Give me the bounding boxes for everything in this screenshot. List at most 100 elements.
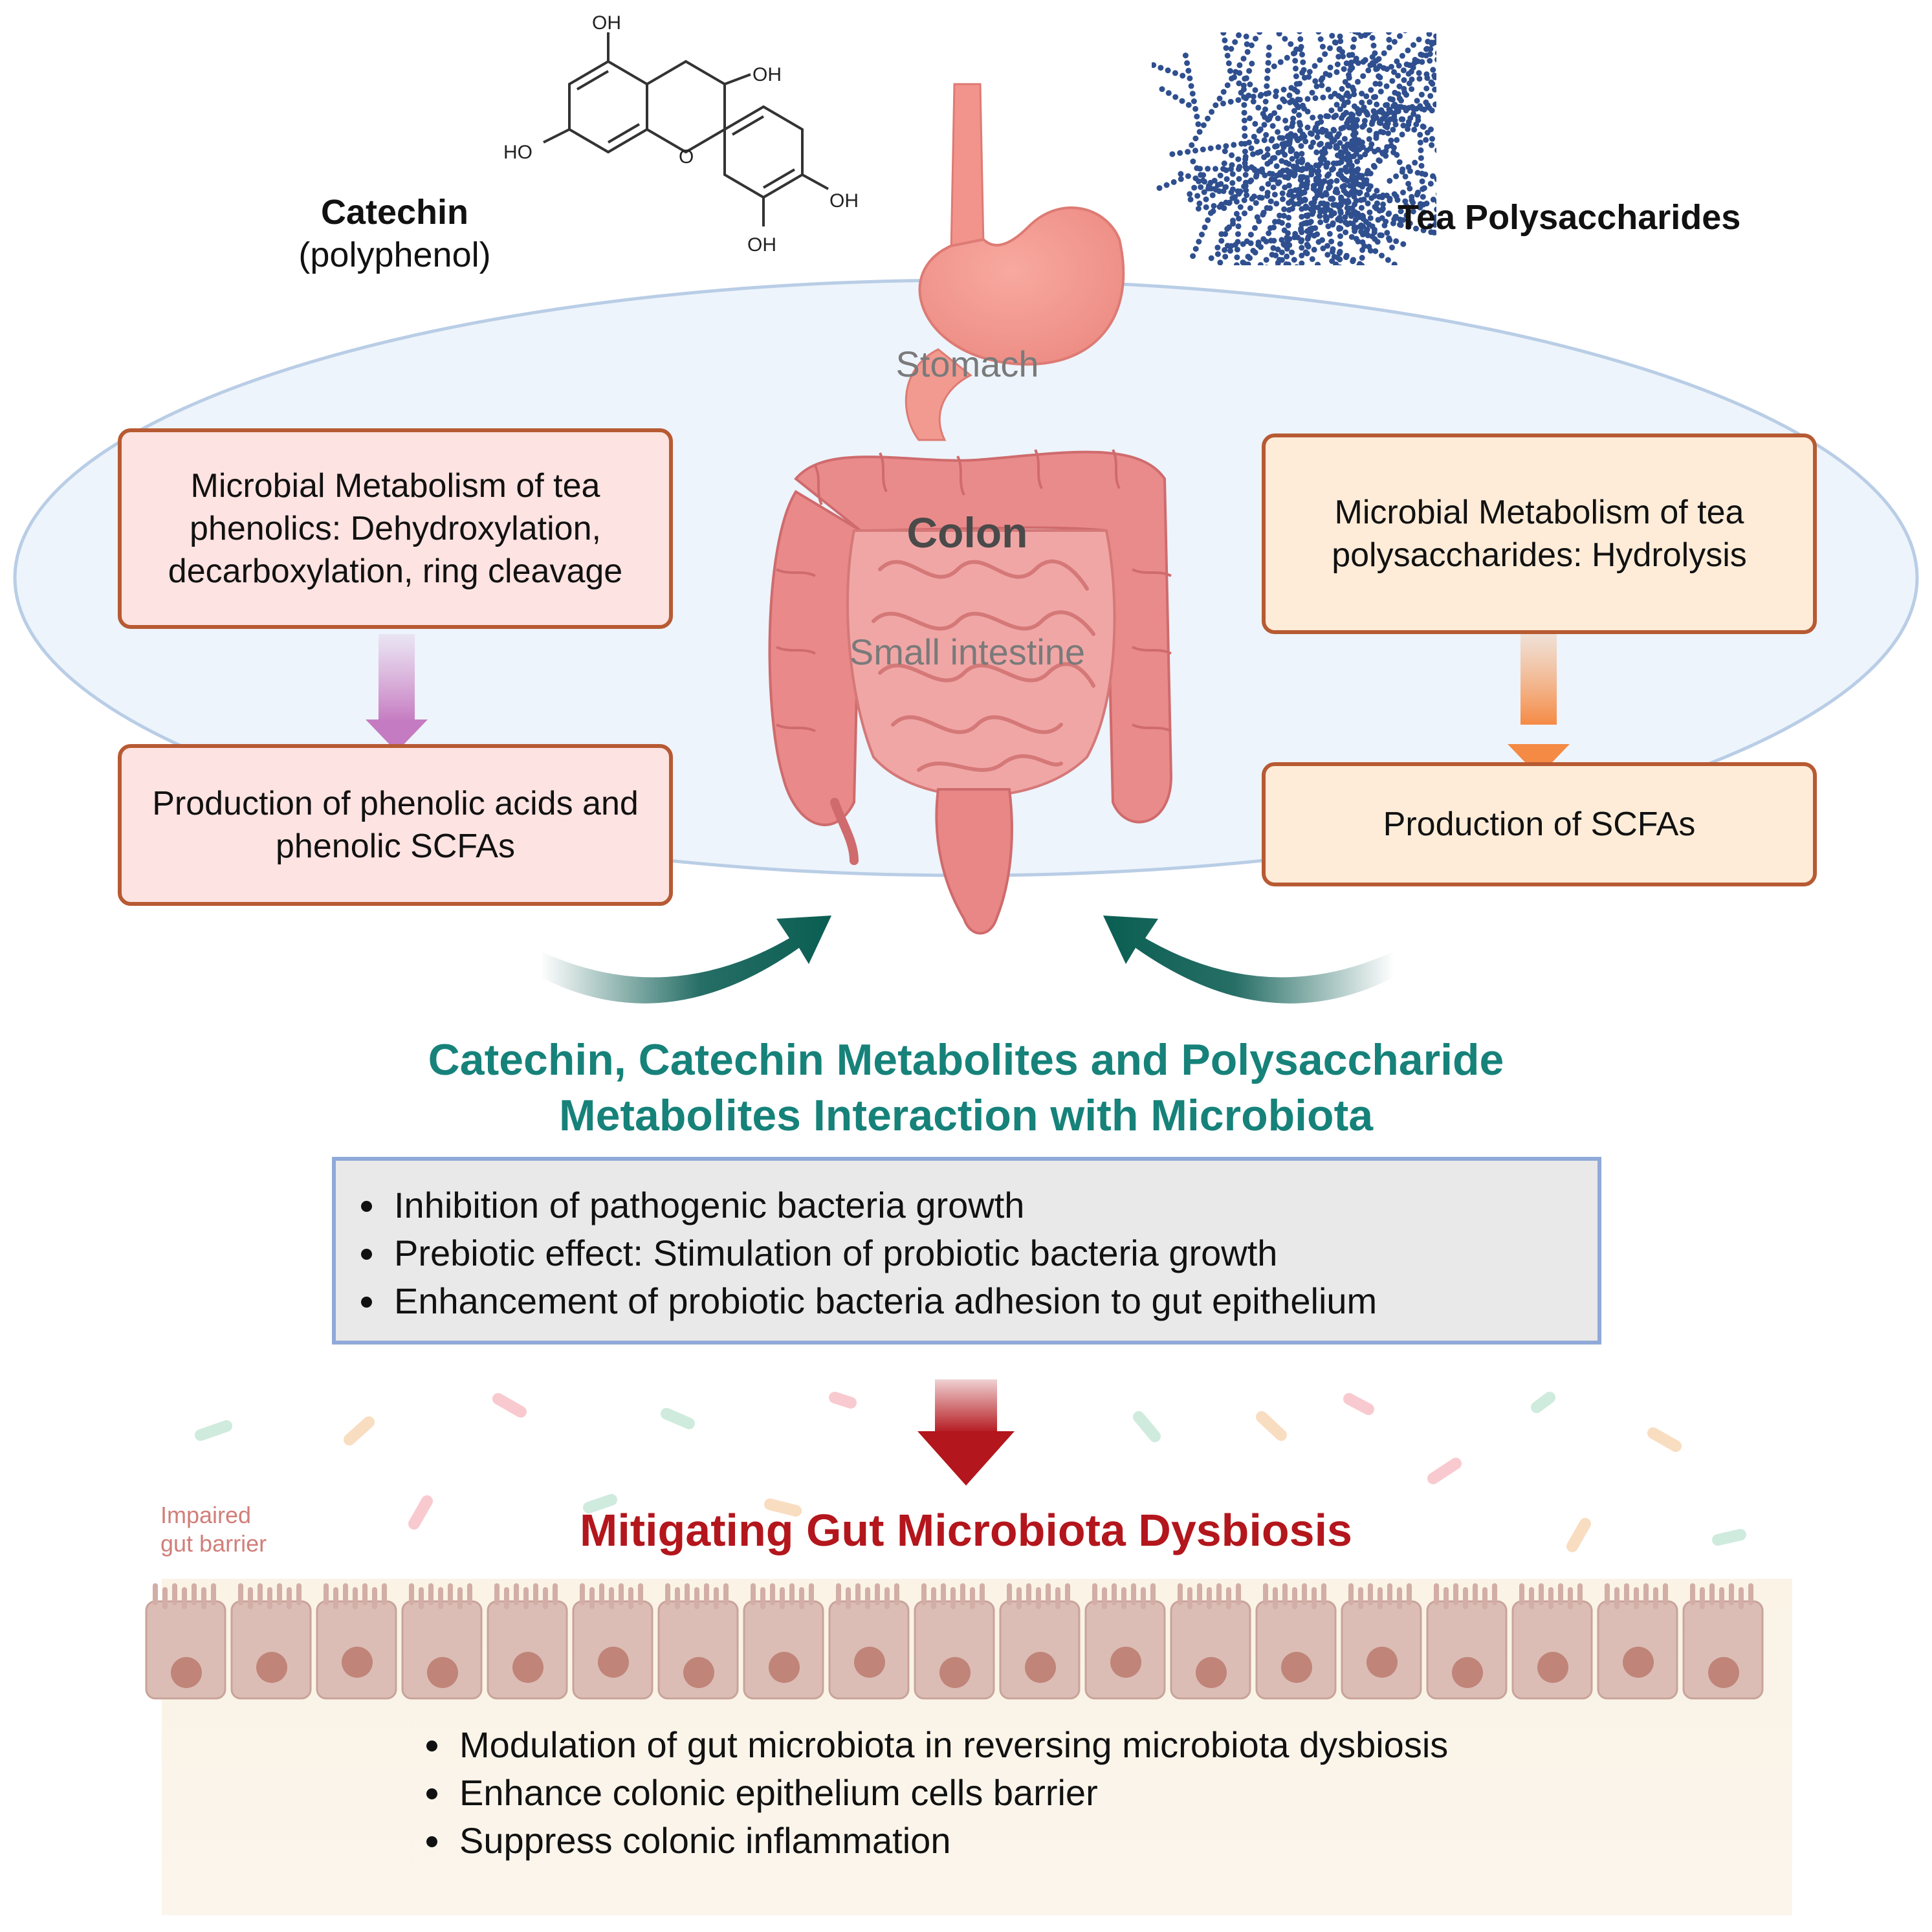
polysaccharide-unit: [1296, 112, 1302, 118]
polysaccharide-unit: [1280, 196, 1286, 203]
polysaccharide-unit: [1348, 63, 1354, 69]
cell-nucleus: [854, 1647, 885, 1678]
polysaccharide-unit: [1291, 257, 1297, 263]
polysaccharide-unit: [1308, 144, 1314, 150]
polysaccharide-unit: [1281, 98, 1288, 104]
polysaccharide-unit: [1388, 63, 1394, 70]
polysaccharide-unit: [1351, 193, 1357, 200]
polysaccharide-unit: [1393, 173, 1400, 179]
polysaccharide-unit: [1388, 137, 1394, 144]
polysaccharide-unit: [1271, 237, 1277, 244]
microvillus: [428, 1583, 434, 1605]
polysaccharide-unit: [1290, 193, 1297, 200]
polysaccharide-unit: [1326, 185, 1332, 192]
polysaccharide-unit: [1418, 147, 1424, 153]
polysaccharide-unit: [1279, 220, 1285, 226]
microvillus: [894, 1583, 899, 1605]
polysaccharide-unit: [1200, 146, 1206, 153]
polysaccharide-unit: [1208, 255, 1214, 261]
polysaccharide-unit: [1295, 187, 1301, 193]
polysaccharide-unit: [1337, 33, 1343, 39]
microvillus: [760, 1587, 765, 1609]
polysaccharide-unit: [1247, 205, 1253, 212]
polysaccharide-unit: [1357, 223, 1363, 230]
polysaccharide-unit: [1268, 198, 1274, 204]
polysaccharide-unit: [1359, 100, 1365, 105]
polysaccharide-unit: [1378, 232, 1385, 239]
polysaccharide-unit: [1275, 115, 1281, 122]
cell-nucleus: [1708, 1657, 1739, 1688]
polysaccharide-unit: [1199, 232, 1205, 237]
polysaccharide-unit: [1152, 62, 1157, 69]
polysaccharide-unit: [1317, 57, 1323, 63]
polysaccharide-unit: [1317, 36, 1324, 42]
polysaccharide-unit: [1282, 117, 1289, 124]
phenolics-metabolism-text: Microbial Metabolism of tea phenolics: D…: [168, 467, 623, 590]
polysaccharide-unit: [1424, 45, 1430, 52]
polysaccharide-unit: [1286, 214, 1292, 221]
polysaccharide-unit: [1317, 140, 1324, 147]
polysaccharide-unit: [1328, 179, 1334, 185]
polysaccharide-unit: [1196, 129, 1203, 135]
polysaccharide-unit: [1242, 140, 1248, 147]
orange-down-arrow: [1508, 634, 1570, 776]
polysaccharide-unit: [1429, 142, 1435, 148]
polysaccharide-unit: [1191, 184, 1198, 191]
polysaccharide-unit: [1366, 221, 1372, 228]
polysaccharide-unit: [1329, 166, 1335, 173]
polysaccharide-unit: [1234, 247, 1240, 253]
microvillus: [1397, 1587, 1402, 1609]
polysaccharide-unit: [1317, 156, 1324, 162]
catechin-name: Catechin: [320, 193, 469, 232]
polysaccharide-unit: [1430, 67, 1436, 73]
polysaccharide-unit: [1214, 182, 1221, 188]
microvillus: [523, 1587, 529, 1609]
microvillus: [980, 1583, 985, 1605]
polysaccharide-unit: [1396, 83, 1403, 89]
polysaccharide-unit: [1288, 41, 1294, 47]
polysaccharide-unit: [1426, 32, 1433, 37]
interaction-panel: Inhibition of pathogenic bacteria growth…: [332, 1157, 1601, 1345]
polysaccharide-unit: [1345, 118, 1351, 125]
polysaccharide-unit: [1252, 225, 1258, 231]
polysaccharide-unit: [1416, 70, 1422, 76]
polysaccharide-unit: [1305, 243, 1312, 250]
polysaccharide-unit: [1184, 60, 1191, 66]
polysaccharide-unit: [1394, 137, 1400, 143]
polysaccharide-unit: [1334, 102, 1340, 108]
polysaccharide-unit: [1386, 44, 1392, 50]
polysaccharide-unit: [1337, 106, 1343, 113]
polysaccharide-unit: [1384, 230, 1390, 236]
polysaccharide-unit: [1235, 231, 1241, 237]
cell-nucleus: [342, 1647, 373, 1678]
polysaccharide-unit: [1419, 178, 1425, 184]
polysaccharide-unit: [1286, 172, 1293, 179]
polysaccharide-unit: [1413, 225, 1419, 232]
epithelial-cell: [743, 1600, 824, 1700]
polysaccharide-unit: [1372, 148, 1378, 155]
microvillus: [362, 1583, 368, 1605]
polysaccharide-unit: [1317, 185, 1324, 192]
polysaccharide-unit: [1405, 47, 1411, 54]
polysaccharide-unit: [1285, 222, 1291, 228]
polysaccharide-unit: [1304, 175, 1310, 181]
polysaccharide-unit: [1356, 262, 1363, 265]
polysaccharide-unit: [1297, 32, 1302, 34]
polysaccharide-unit: [1348, 234, 1355, 240]
polysaccharide-unit: [1226, 200, 1233, 206]
polysaccharide-unit: [1246, 68, 1253, 74]
microvillus: [1739, 1587, 1744, 1609]
polysaccharide-unit: [1355, 166, 1361, 172]
polysaccharide-unit: [1304, 124, 1311, 131]
microvillus: [1302, 1583, 1307, 1605]
polysaccharide-unit: [1252, 120, 1258, 127]
polysaccharide-unit: [1334, 69, 1340, 75]
polysaccharide-unit: [1279, 190, 1286, 197]
polysaccharide-unit: [1434, 56, 1436, 63]
polysaccharide-unit: [1236, 215, 1242, 222]
polysaccharide-unit: [1341, 112, 1346, 118]
polysaccharide-unit: [1341, 136, 1348, 142]
polysaccharide-unit: [1423, 99, 1429, 105]
interaction-item: Inhibition of pathogenic bacteria growth: [388, 1181, 1377, 1229]
polysaccharide-unit: [1205, 115, 1211, 122]
